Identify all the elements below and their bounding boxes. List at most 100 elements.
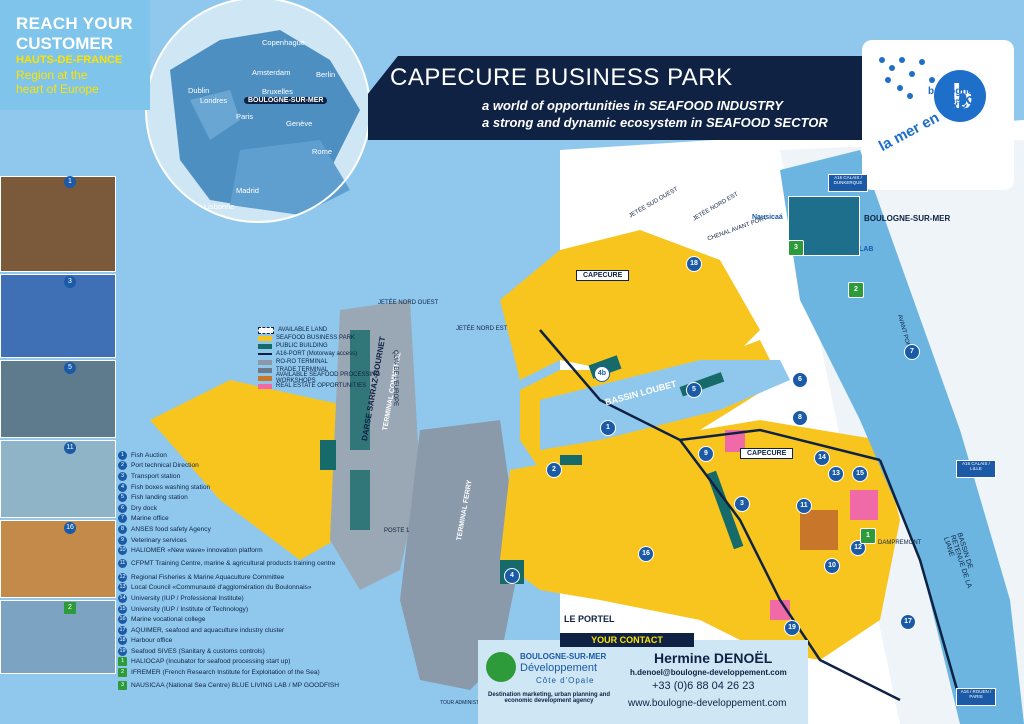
quai-europe-label: QUAI DE L'EUROPE [392,350,398,407]
poi-green-2-ifremer[interactable]: 2 [848,282,864,298]
legend-number: 1 [118,450,127,460]
swatch-roro-terminal [258,359,272,365]
poi-4b-washing[interactable]: 4b [594,366,610,382]
photo-vocational-college [0,520,116,598]
land-legend-item: AVAILABLE LAND [258,326,398,334]
poi-4-washing-station[interactable]: 4 [504,568,520,584]
contact-name: Hermine DENOËL [654,650,773,666]
land-legend-item: AVAILABLE SEAFOOD PROCESSING WORKSHOPS [258,372,398,384]
legend-text: University (IUP / Institute of Technolog… [131,605,249,613]
legend-text: Local Council «Communauté d'agglomératio… [131,584,312,592]
photo-badge-5: 5 [64,362,76,374]
contact-header: YOUR CONTACT [560,633,694,647]
legend-number: 9 [118,535,127,545]
poi-2-port-direction[interactable]: 2 [546,462,562,478]
photo-badge-16: 16 [64,522,76,534]
swatch-trade-terminal [258,367,272,373]
land-use-legend: AVAILABLE LAND SEAFOOD BUSINESS PARK PUB… [258,326,398,390]
land-legend-item: SEAFOOD BUSINESS PARK [258,334,398,342]
photo-fish-auction [0,176,116,272]
title-banner [368,56,866,140]
poi-16-marine-college[interactable]: 16 [638,546,654,562]
city-rome: Rome [312,147,333,156]
agency-logo-icon [486,652,516,682]
land-legend-item: A16-PORT (Motorway access) [258,350,398,358]
legend-number: 14 [118,593,127,603]
region-tagline-1: Region at the [16,68,88,82]
contact-phone[interactable]: +33 (0)6 88 04 26 23 [652,680,755,692]
contact-box [478,640,808,724]
legend-text: Veterinary services [131,536,187,544]
poi-7-marine-office[interactable]: 7 [904,344,920,360]
contact-email[interactable]: h.denoel@boulogne-developpement.com [630,668,787,677]
legend-text: NAUSICAA (National Sea Centre) BLUE LIVI… [131,682,340,690]
legend-item: 10 HALIOMER «New wave» innovation platfor… [118,545,348,556]
city-paris: Paris [236,112,254,121]
nausicaa-label: Nausicaá [752,214,783,221]
legend-text: Marine office [131,515,169,523]
legend-number: 19 [118,646,127,656]
land-legend-item: REAL ESTATE OPPORTUNITIES [258,382,398,390]
city-londres: Londres [200,96,228,105]
road-sign-a16-south: A16 / ROUEN / PARIS [956,688,996,706]
photo-ifremer [0,600,116,674]
legend-text: Marine vocational college [131,616,206,624]
photo-badge-1: 1 [64,176,76,188]
city-copenhague: Copenhague [262,38,305,47]
legend-number: 12 [118,572,127,582]
logo-sub: sur mer [938,98,962,105]
capecure-label-north: CAPECURE [576,270,630,281]
legend-text: HALIOMER «New wave» innovation platform [131,547,263,555]
city-madrid: Madrid [236,186,259,195]
poi-17-aquimer[interactable]: 17 [900,614,916,630]
legend-number: 5 [118,493,127,503]
poi-green-1-haliocap[interactable]: 1 [860,528,876,544]
poi-13-local-council[interactable]: 13 [828,466,844,482]
land-legend-item: RO-RO TERMINAL [258,358,398,366]
reach-panel [0,0,150,110]
photo-badge-3: 3 [64,276,76,288]
region-name: HAUTS-DE-FRANCE [16,54,123,66]
poi-19-sives[interactable]: 19 [784,620,800,636]
legend-text: Fish boxes washing station [131,483,211,491]
poi-5-landing-station[interactable]: 5 [686,382,702,398]
poi-14-university-iup[interactable]: 14 [814,450,830,466]
poi-12-fisheries-committee[interactable]: 12 [850,540,866,556]
legend-text: Dry dock [131,504,158,512]
land-legend-text: PUBLIC BUILDING [276,343,328,349]
contact-website[interactable]: www.boulogne-developpement.com [628,698,787,709]
poi-1-fish-auction[interactable]: 1 [600,420,616,436]
land-legend-item: PUBLIC BUILDING [258,342,398,350]
city-boulogne-sur-mer: BOULOGNE-SUR-MER [244,97,328,104]
legend-number: 16 [118,615,127,625]
poi-6-dry-dock[interactable]: 6 [792,372,808,388]
tour-admin-label: TOUR ADMINISTRATIVE [440,700,497,706]
dampremont-label: DAMPREMONT [878,540,922,546]
poi-11-cfpmt[interactable]: 11 [796,498,812,514]
poi-9-veterinary[interactable]: 9 [698,446,714,462]
poi-15-university-iut[interactable]: 15 [852,466,868,482]
poi-8-anses[interactable]: 8 [792,410,808,426]
agency-name-2: Développement [520,662,598,674]
poi-10-haliomer[interactable]: 10 [824,558,840,574]
poi-18-harbour-office[interactable]: 18 [686,256,702,272]
subtitle-seafood-industry: a world of opportunities in SEAFOOD INDU… [482,98,783,113]
photo-badge-11: 11 [64,442,76,454]
legend-text: Seafood SIVES (Sanitary & customs contro… [131,647,265,655]
poi-3-transport-station[interactable]: 3 [734,496,750,512]
legend-text: Transport station [131,472,181,480]
poi-green-3-nausicaa[interactable]: 3 [788,240,804,256]
region-tagline-2: heart of Europe [16,82,99,96]
city-berlin: Berlin [316,70,336,79]
legend-item: 19 Seafood SIVES (Sanitary & customs cont… [118,646,348,657]
legend-number: 10 [118,546,127,556]
legend-item: 9 Veterinary services [118,535,348,546]
road-sign-a16-east: A16 CALAIS / LILLE [956,460,996,478]
legend-number: 13 [118,583,127,593]
